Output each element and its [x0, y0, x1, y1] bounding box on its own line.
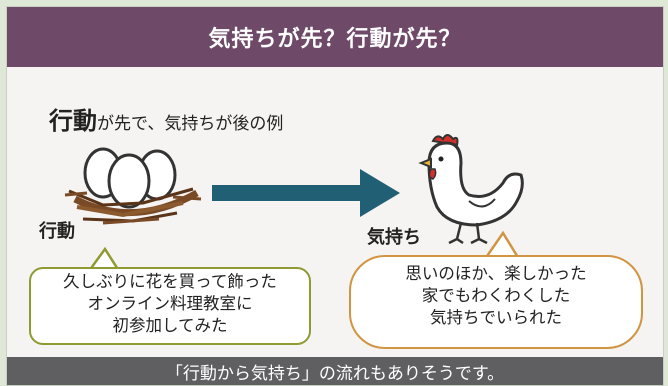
example-heading-rest: が先で、気持ちが後の例: [97, 114, 284, 134]
arrow-shaft: [212, 185, 362, 201]
diagram-card: 気持ちが先？行動が先？ 行動が先で、気持ちが後の例 行動: [6, 6, 664, 386]
chicken-icon: [418, 134, 524, 245]
feeling-label: 気持ち: [367, 227, 421, 248]
feeling-bubble-line: 思いのほか、楽しかった: [405, 264, 587, 283]
feeling-bubble: 思いのほか、楽しかった 家でもわくわくした 気持ちでいられた: [349, 255, 643, 349]
action-bubble: 久しぶりに花を買って飾った オンライン料理教室に 初参加してみた: [29, 267, 311, 345]
action-bubble-line: 久しぶりに花を買って飾った: [63, 272, 277, 291]
action-bubble-line: オンライン料理教室に: [87, 294, 253, 313]
action-bubble-line: 初参加してみた: [112, 316, 228, 335]
example-heading: 行動が先で、気持ちが後の例: [49, 101, 283, 136]
action-label: 行動: [39, 221, 75, 242]
page-title: 気持ちが先？行動が先？: [7, 7, 663, 67]
example-heading-lead: 行動: [49, 107, 97, 135]
feeling-bubble-line: 気持ちでいられた: [430, 308, 562, 327]
arrow-right-icon: [360, 169, 400, 217]
nest-eggs-icon: [64, 147, 202, 225]
feeling-bubble-line: 家でもわくわくした: [421, 286, 571, 305]
footer-note: 「行動から気持ち」の流れもありそうです。: [7, 357, 663, 385]
